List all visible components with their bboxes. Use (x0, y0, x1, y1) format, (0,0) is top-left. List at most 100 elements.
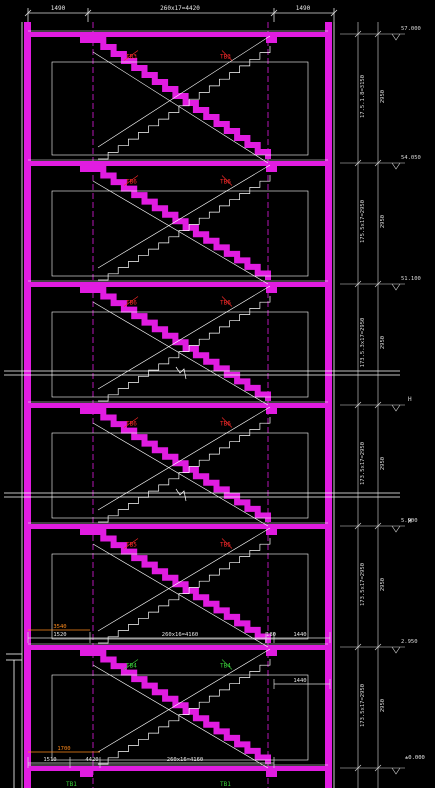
flight-tag-leader-right-4 (221, 538, 233, 549)
flight-dim-0: 17.5.1.8=3150 (360, 75, 366, 118)
bottom-level: ±0.000 (405, 755, 425, 761)
landing-beam-right-4 (266, 524, 277, 535)
flight-white-2 (98, 296, 271, 402)
lower-dim-1510: 1510 (43, 757, 56, 763)
flight-tag-right-1: TB6 (220, 179, 231, 186)
flight-white-soffit-4 (97, 527, 271, 632)
flight-purple-soffit-5 (92, 664, 269, 769)
flight-tag-left-3: TB6 (126, 421, 137, 428)
flight-tag-leader-left-4 (123, 538, 139, 549)
rail-outline-0 (51, 61, 309, 156)
dim-slash-inner-5 (354, 643, 362, 651)
lower-dimensions (27, 632, 331, 768)
rail-outline-5 (51, 674, 309, 761)
level-triangle-6 (391, 767, 401, 775)
bottom-tag-right: TB1 (220, 781, 231, 788)
top-dim-middle: 260x17=4420 (160, 5, 200, 12)
lower-dim-1520: 1520 (53, 632, 66, 638)
top-dim-right: 1490 (296, 5, 311, 12)
flight-tag-left-2: TB6 (126, 300, 137, 307)
flight-purple-soffit-4 (92, 543, 269, 648)
level-triangle-1 (391, 162, 401, 170)
level-label-2: 51.100 (401, 276, 421, 282)
floor-slab-4 (28, 524, 328, 529)
level-triangle-3 (391, 404, 401, 412)
dim-slash-inner-2 (354, 280, 362, 288)
floor-slab-1 (28, 161, 328, 166)
flight-tag-leader-right-2 (221, 296, 233, 307)
level-label-0: 57.000 (401, 26, 421, 32)
landing-beam-right-5 (266, 645, 277, 656)
storey-height-4: 2950 (380, 578, 386, 591)
flight-purple-soffit-2 (92, 301, 269, 406)
level-label-5: 2.950 (401, 639, 418, 645)
top-dimension (24, 8, 338, 22)
break-mark-1: H (408, 518, 412, 525)
floor-slab-2 (28, 282, 328, 287)
flight-purple-3 (93, 408, 271, 522)
left-wall (24, 22, 31, 788)
break-zigzag-0 (175, 366, 187, 380)
orange-dim-upper: 3540 (53, 624, 66, 630)
landing-beam-left-0 (80, 32, 93, 43)
flight-tag-leader-right-5 (221, 659, 233, 670)
flight-white-soffit-2 (97, 285, 271, 390)
top-dim-left: 1490 (51, 5, 66, 12)
dim-slash-outer-0 (374, 30, 382, 38)
flight-tag-leader-right-3 (221, 417, 233, 428)
lower-dim-4160-upper: 260x16=4160 (162, 632, 198, 638)
storey-height-0: 2950 (380, 90, 386, 103)
flight-tag-right-4: TB5 (220, 542, 231, 549)
dim-slash-inner-1 (354, 159, 362, 167)
flight-tag-left-0: TB3 (126, 54, 137, 61)
floor-slab-3 (28, 403, 328, 408)
flight-white-soffit-0 (97, 35, 271, 148)
dim-slash-outer-1 (374, 159, 382, 167)
landing-beam-left-6 (80, 766, 93, 777)
flight-tag-leader-left-1 (123, 175, 139, 186)
flight-white-4 (98, 538, 271, 644)
flight-tag-right-3: TB6 (220, 421, 231, 428)
flight-white-soffit-1 (97, 164, 271, 269)
flight-tag-left-4: TB5 (126, 542, 137, 549)
flight-tag-right-2: TB6 (220, 300, 231, 307)
floor-slab-0 (28, 32, 328, 37)
flight-white-5 (98, 659, 271, 765)
flight-dim-1: 175.5x17=2950 (360, 200, 366, 243)
flight-tag-leader-left-3 (123, 417, 139, 428)
orange-dimensions (28, 629, 100, 753)
right-wall (325, 22, 332, 788)
floor-slab-5 (28, 645, 328, 650)
flight-tag-leader-left-0 (123, 50, 139, 61)
dim-slash-inner-6 (354, 764, 362, 772)
dim-slash-inner-0 (354, 30, 362, 38)
flight-purple-soffit-1 (92, 180, 269, 285)
storey-height-2: 2950 (380, 336, 386, 349)
landing-beam-right-2 (266, 282, 277, 293)
flight-dim-3: 173.5x17=2950 (360, 442, 366, 485)
flight-purple-0 (93, 37, 271, 159)
flight-white-3 (98, 417, 271, 523)
right-dimension-column: 17.5.1.8=3150 2950 57.000 175.5x17=2950 2950… (340, 22, 421, 788)
landing-beam-right-3 (266, 403, 277, 414)
flight-purple-soffit-0 (92, 51, 269, 164)
floor-slab-6 (28, 766, 328, 771)
storey-height-1: 2950 (380, 215, 386, 228)
dim-slash-inner-4 (354, 522, 362, 530)
lower-dim-180: 180 (266, 632, 276, 638)
landing-beam-right-6 (266, 766, 277, 777)
flight-dim-4: 173.5x17=2950 (360, 563, 366, 606)
dim-slash-outer-6 (374, 764, 382, 772)
dim-slash-outer-4 (374, 522, 382, 530)
lower-dim-1440-b: 1440 (293, 678, 306, 684)
flight-tag-right-0: TB3 (220, 54, 231, 61)
level-triangle-4 (391, 525, 401, 533)
flight-tag-left-5: TB4 (126, 663, 137, 670)
rail-outline-4 (51, 553, 309, 640)
rail-outline-1 (51, 190, 309, 277)
flight-white-1 (98, 175, 271, 281)
flight-purple-5 (93, 650, 271, 764)
landing-beam-left-4 (80, 524, 93, 535)
lower-dim-1440-a: 1440 (293, 632, 306, 638)
